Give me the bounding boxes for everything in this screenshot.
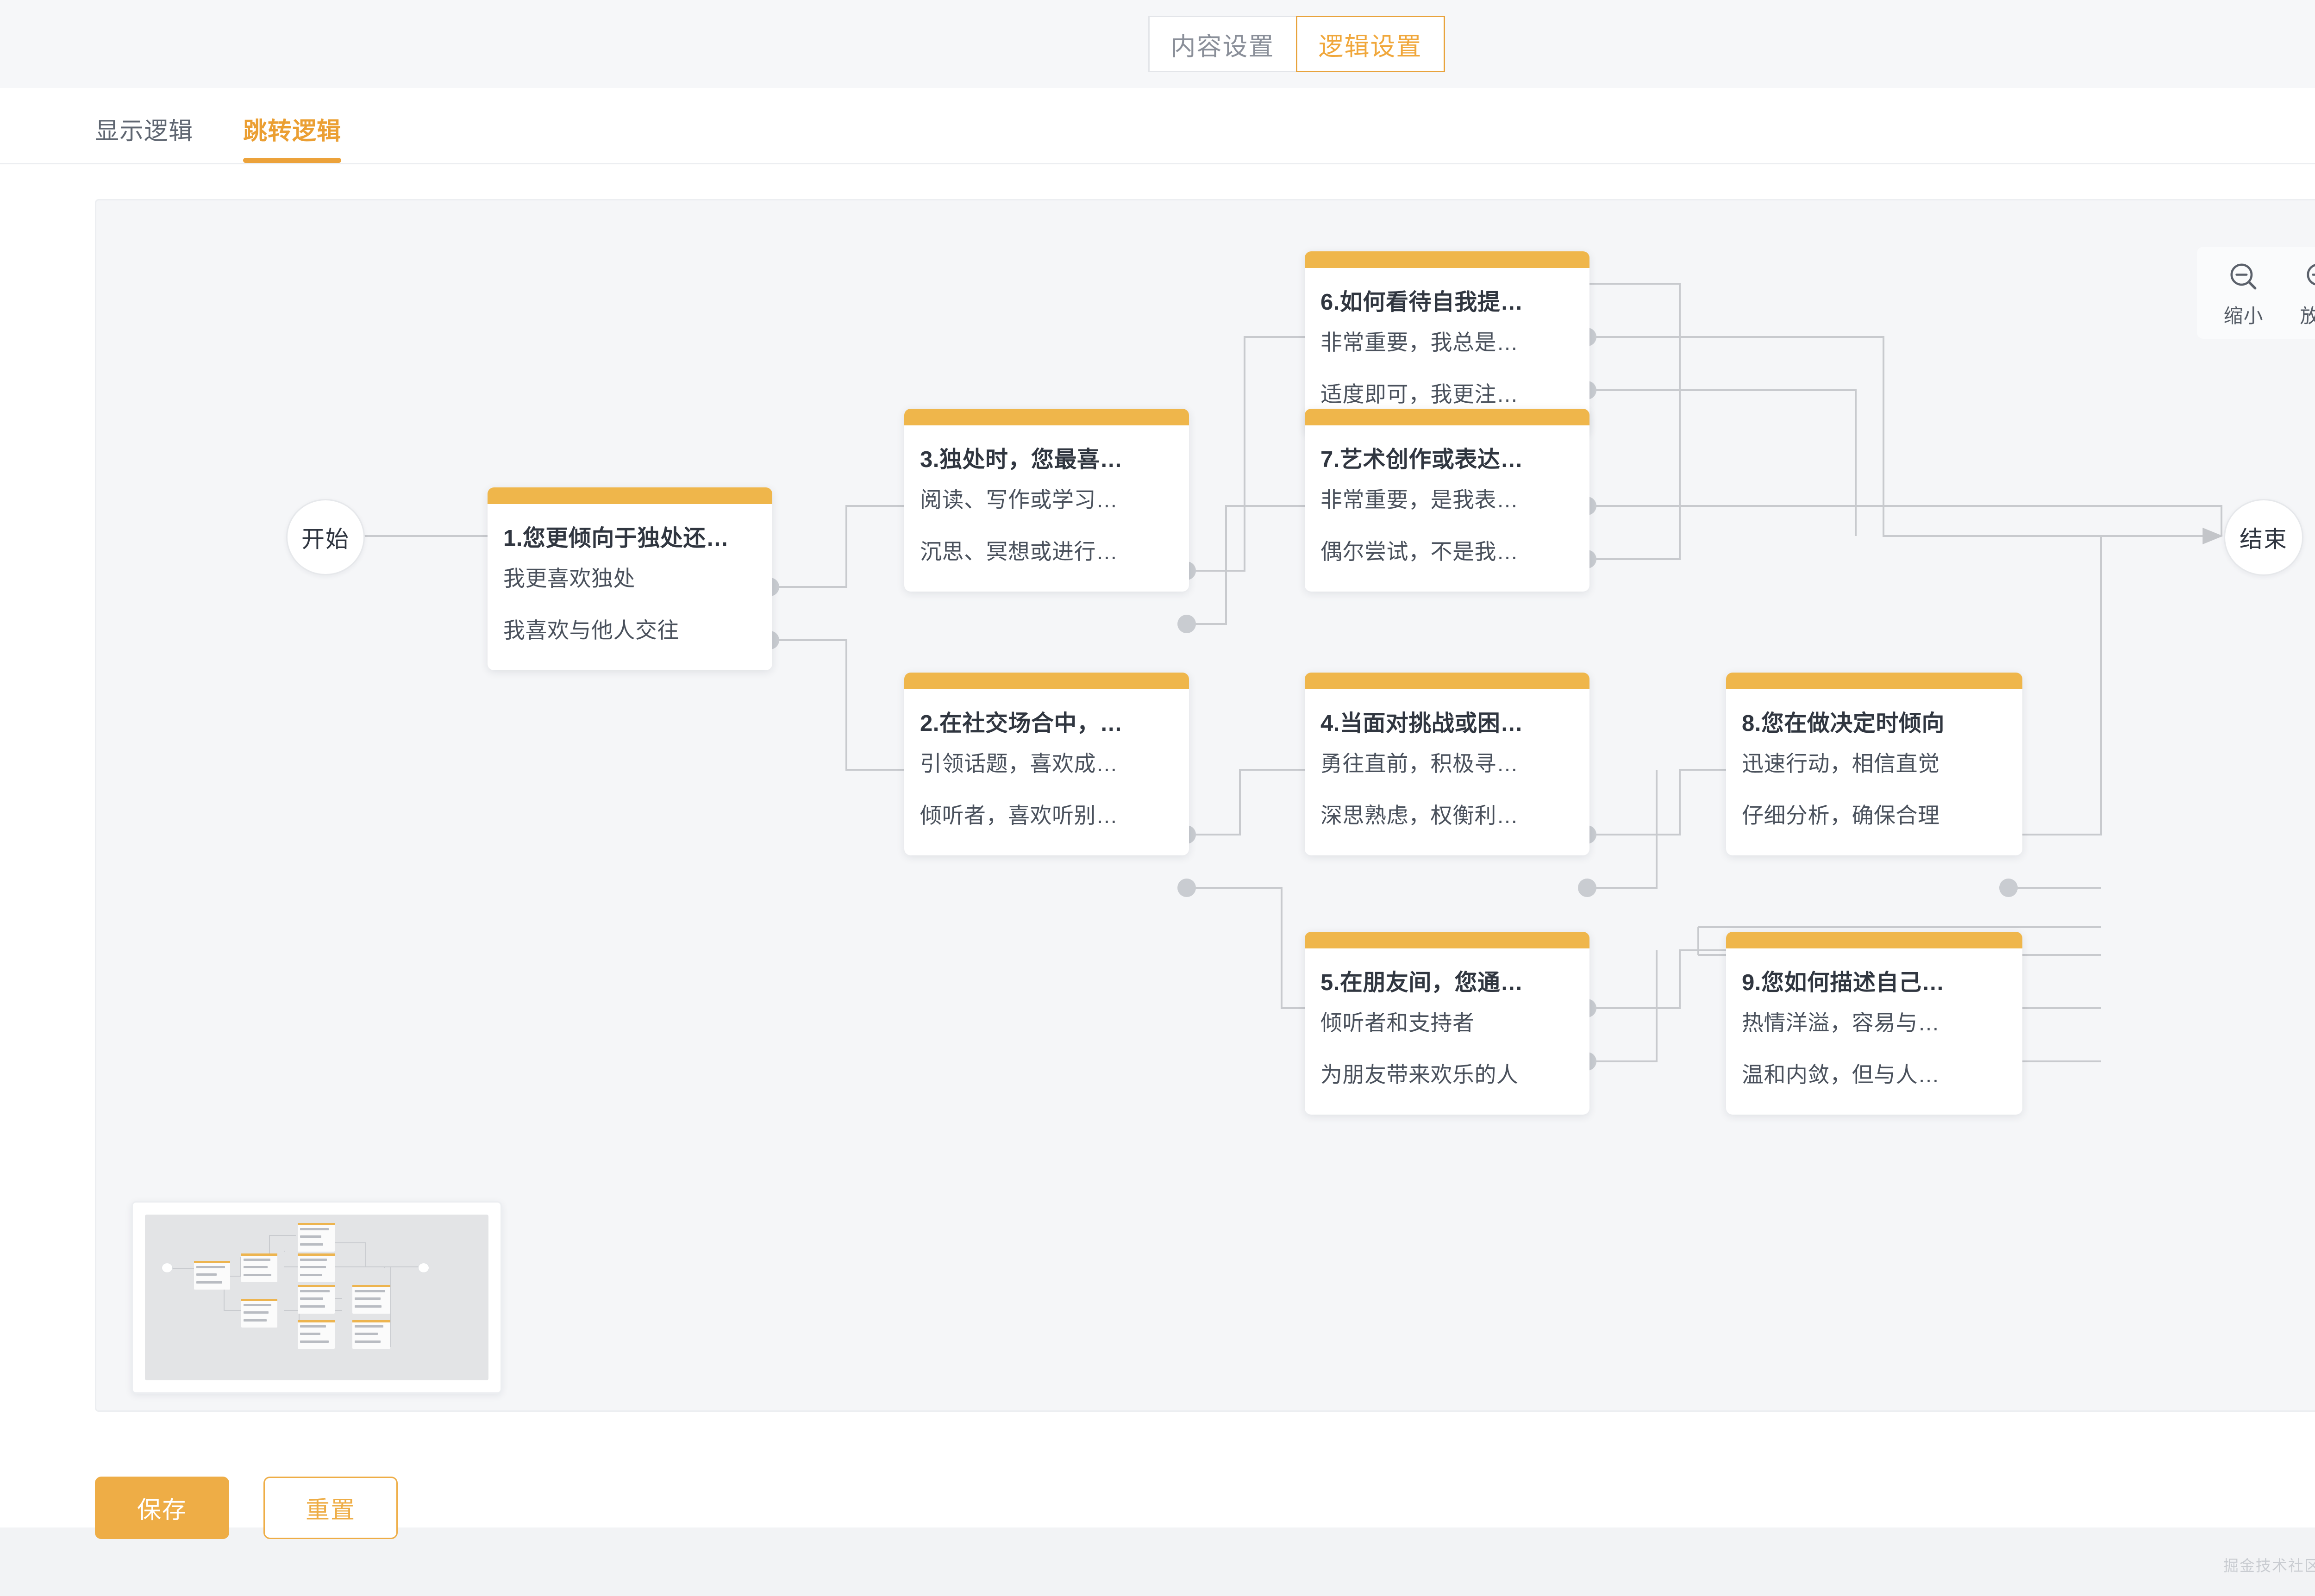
question-node-9[interactable]: 9.您如何描述自己… 热情洋溢，容易与… 温和内敛，但与人… <box>1726 932 2022 1115</box>
subtab-jump-logic[interactable]: 跳转逻辑 <box>243 112 342 163</box>
canvas-zoom-toolbar: 缩小 放大 适应 <box>2197 247 2315 339</box>
question-node-5[interactable]: 5.在朋友间，您通… 倾听者和支持者 为朋友带来欢乐的人 <box>1305 932 1589 1115</box>
node-title: 4.当面对挑战或困… <box>1320 711 1523 736</box>
node-options: 阅读、写作或学习… 沉思、冥想或进行… <box>904 474 1189 592</box>
save-button[interactable]: 保存 <box>95 1477 229 1539</box>
start-node[interactable]: 开始 <box>286 499 365 575</box>
zoom-in-button[interactable]: 放大 <box>2282 260 2315 329</box>
node-options: 热情洋溢，容易与… 温和内敛，但与人… <box>1726 997 2022 1115</box>
node-option[interactable]: 阅读、写作或学习… <box>920 487 1118 512</box>
node-option[interactable]: 非常重要，是我表… <box>1320 487 1519 512</box>
node-option[interactable]: 适度即可，我更注… <box>1320 382 1519 406</box>
question-node-7[interactable]: 7.艺术创作或表达… 非常重要，是我表… 偶尔尝试，不是我… <box>1305 409 1589 592</box>
node-options: 非常重要，是我表… 偶尔尝试，不是我… <box>1305 474 1589 592</box>
node-option[interactable]: 迅速行动，相信直觉 <box>1742 751 1940 776</box>
node-option[interactable]: 倾听者和支持者 <box>1320 1010 1475 1035</box>
node-header-accent <box>1726 673 2022 689</box>
node-option[interactable]: 我喜欢与他人交往 <box>503 618 679 642</box>
question-node-1[interactable]: 1.您更倾向于独处还… 我更喜欢独处 我喜欢与他人交往 <box>488 487 772 670</box>
tab-content-settings[interactable]: 内容设置 <box>1148 16 1296 72</box>
question-node-4[interactable]: 4.当面对挑战或困… 勇往直前，积极寻… 深思熟虑，权衡利… <box>1305 673 1589 855</box>
node-header-accent <box>1726 932 2022 948</box>
node-header-accent <box>488 487 772 504</box>
subtab-display-logic[interactable]: 显示逻辑 <box>95 118 194 145</box>
zoom-out-label: 缩小 <box>2223 305 2264 327</box>
action-bar: 保存 重置 <box>95 1477 398 1539</box>
node-title: 6.如何看待自我提… <box>1320 290 1523 315</box>
node-option[interactable]: 引领话题，喜欢成… <box>920 751 1118 776</box>
node-option[interactable]: 为朋友带来欢乐的人 <box>1320 1062 1519 1087</box>
content-panel: 显示逻辑 跳转逻辑 <box>0 88 2315 1539</box>
node-option[interactable]: 热情洋溢，容易与… <box>1742 1010 1940 1035</box>
reset-button[interactable]: 重置 <box>263 1477 398 1539</box>
node-options: 我更喜欢独处 我喜欢与他人交往 <box>488 553 772 670</box>
node-title: 9.您如何描述自己… <box>1742 970 1945 995</box>
question-node-6[interactable]: 6.如何看待自我提… 非常重要，我总是… 适度即可，我更注… <box>1305 251 1589 434</box>
start-node-label: 开始 <box>301 526 350 552</box>
zoom-out-icon <box>2230 263 2256 290</box>
node-header-accent <box>1305 932 1589 948</box>
node-title: 1.您更倾向于独处还… <box>503 526 729 551</box>
minimap-viewport <box>145 1215 488 1380</box>
tab-logic-settings[interactable]: 逻辑设置 <box>1295 16 1445 72</box>
node-option[interactable]: 偶尔尝试，不是我… <box>1320 539 1519 564</box>
watermark-text: 掘金技术社区 @ XIAOJUSURVEY <box>2223 1557 2315 1574</box>
node-header-accent <box>1305 251 1589 268</box>
node-title: 3.独处时，您最喜… <box>920 447 1123 472</box>
node-title: 7.艺术创作或表达… <box>1320 447 1523 472</box>
node-options: 勇往直前，积极寻… 深思熟虑，权衡利… <box>1305 738 1589 855</box>
zoom-out-button[interactable]: 缩小 <box>2205 260 2282 329</box>
node-option[interactable]: 非常重要，我总是… <box>1320 330 1519 355</box>
logic-flow-canvas[interactable]: 缩小 放大 适应 <box>95 199 2315 1412</box>
node-header-accent <box>1305 409 1589 425</box>
node-option[interactable]: 沉思、冥想或进行… <box>920 539 1118 564</box>
node-header-accent <box>904 673 1189 689</box>
node-header-accent <box>1305 673 1589 689</box>
settings-segmented-control: 内容设置 逻辑设置 <box>1148 16 1445 72</box>
end-node-label: 结束 <box>2240 526 2288 552</box>
question-node-2[interactable]: 2.在社交场合中，… 引领话题，喜欢成… 倾听者，喜欢听别… <box>904 673 1189 855</box>
node-option[interactable]: 倾听者，喜欢听别… <box>920 803 1118 828</box>
node-options: 迅速行动，相信直觉 仔细分析，确保合理 <box>1726 738 2022 855</box>
zoom-in-icon <box>2306 264 2315 286</box>
zoom-in-label: 放大 <box>2300 300 2315 329</box>
node-option[interactable]: 勇往直前，积极寻… <box>1320 751 1519 776</box>
end-node[interactable]: 结束 <box>2224 499 2303 576</box>
question-node-3[interactable]: 3.独处时，您最喜… 阅读、写作或学习… 沉思、冥想或进行… <box>904 409 1189 592</box>
node-title: 2.在社交场合中，… <box>920 711 1123 736</box>
node-option[interactable]: 仔细分析，确保合理 <box>1742 803 1940 828</box>
node-options: 引领话题，喜欢成… 倾听者，喜欢听别… <box>904 738 1189 855</box>
logic-subtab-bar: 显示逻辑 跳转逻辑 <box>0 88 2315 164</box>
node-option[interactable]: 深思熟虑，权衡利… <box>1320 803 1519 828</box>
node-options: 倾听者和支持者 为朋友带来欢乐的人 <box>1305 997 1589 1115</box>
node-title: 5.在朋友间，您通… <box>1320 970 1523 995</box>
node-title: 8.您在做决定时倾向 <box>1742 711 1945 736</box>
question-node-8[interactable]: 8.您在做决定时倾向 迅速行动，相信直觉 仔细分析，确保合理 <box>1726 673 2022 855</box>
node-options: 非常重要，我总是… 适度即可，我更注… <box>1305 317 1589 434</box>
top-tab-bar: 内容设置 逻辑设置 <box>0 0 2315 88</box>
node-header-accent <box>904 409 1189 425</box>
node-option[interactable]: 我更喜欢独处 <box>503 566 635 591</box>
node-option[interactable]: 温和内敛，但与人… <box>1742 1062 1940 1087</box>
minimap[interactable] <box>131 1201 502 1394</box>
